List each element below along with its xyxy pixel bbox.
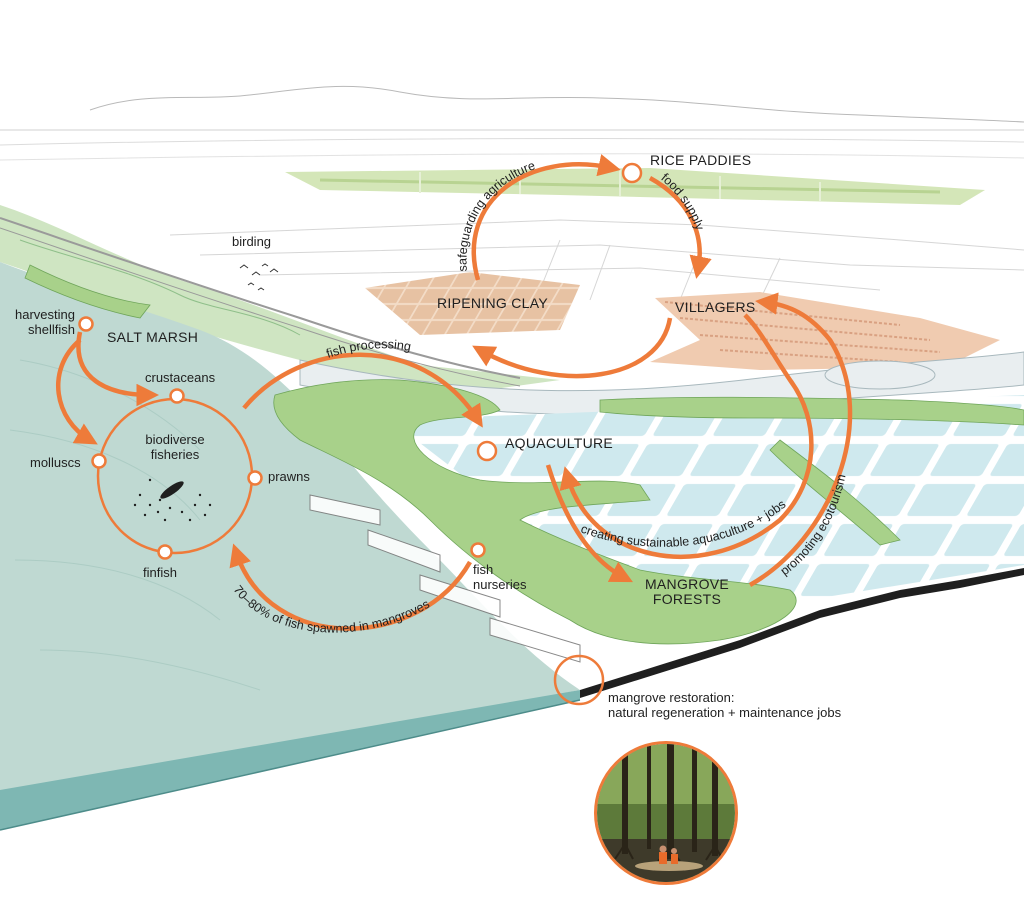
label-fish-nurseries: fish nurseries [473, 562, 526, 592]
label-salt-marsh: SALT MARSH [107, 329, 199, 345]
fish-nurseries-marker [470, 542, 486, 558]
arrow-villagers-to-clay [472, 317, 673, 379]
label-restoration-line1: mangrove restoration: [608, 690, 735, 705]
label-aquaculture: AQUACULTURE [505, 435, 614, 451]
flow-arrows [55, 154, 853, 631]
aquaculture-ponds [390, 395, 1024, 620]
rice-paddies-marker [621, 162, 643, 184]
label-ripening-clay: RIPENING CLAY [437, 295, 548, 311]
label-restoration-caption: mangrove restoration: natural regenerati… [608, 690, 841, 720]
ripening-clay-field [365, 272, 580, 335]
node-markers [78, 162, 643, 706]
arrow-food-supply [648, 176, 712, 279]
mangrove-photo-inset [594, 741, 738, 885]
prawns-marker [247, 470, 263, 486]
arrow-fish-processing [242, 352, 483, 428]
label-biodiverse-fisheries: biodiverse fisheries [130, 432, 220, 462]
label-prawns: prawns [268, 469, 310, 484]
label-fisheries: fisheries [150, 447, 200, 462]
molluscs-marker [91, 453, 107, 469]
arrow-shellfish-to-crustaceans [76, 331, 159, 407]
crustaceans-marker [169, 388, 185, 404]
rice-paddies-area [285, 168, 985, 205]
label-fish-nurseries-line1: fish [473, 562, 494, 577]
label-molluscs: molluscs [30, 455, 81, 470]
label-harvesting-shellfish: harvesting shellfish [5, 307, 75, 337]
fish-school [133, 478, 212, 522]
arrow-aquaculture-to-mangrove [545, 464, 634, 583]
mangrove-photo-illustration [597, 744, 735, 882]
bird-flock [239, 263, 279, 291]
label-fish-nurseries-line2: nurseries [473, 577, 527, 592]
mangrove-belt [24, 264, 1024, 645]
label-mangrove-forests-line2: FORESTS [652, 591, 722, 607]
distant-mountains [0, 85, 1024, 161]
label-harvesting-line2: shellfish [28, 322, 75, 337]
label-birding: birding [232, 234, 272, 249]
label-finfish: finfish [143, 565, 177, 580]
label-mangrove-forests: MANGROVE FORESTS [642, 577, 732, 607]
arrow-shellfish-to-molluscs [55, 338, 98, 445]
farmland-grid [169, 219, 1024, 301]
arrow-fish-spawned [229, 543, 472, 631]
aquaculture-marker [476, 440, 498, 462]
label-crustaceans: crustaceans [145, 370, 216, 385]
harvesting-marker [78, 316, 94, 332]
arrow-creating-jobs [559, 313, 814, 560]
restoration-marker [553, 654, 605, 706]
finfish-marker [157, 544, 173, 560]
label-villagers: VILLAGERS [675, 299, 756, 315]
label-restoration-line2: natural regeneration + maintenance jobs [608, 705, 842, 720]
label-harvesting-line1: harvesting [15, 307, 75, 322]
label-biodiverse: biodiverse [145, 432, 205, 447]
arrow-safeguarding-agriculture [471, 154, 621, 281]
fences [309, 494, 581, 663]
arrow-promoting-ecotourism [748, 292, 853, 587]
coast-section [0, 568, 1024, 831]
label-rice-paddies: RICE PADDIES [650, 152, 752, 168]
label-mangrove-forests-line1: MANGROVE [644, 576, 730, 592]
